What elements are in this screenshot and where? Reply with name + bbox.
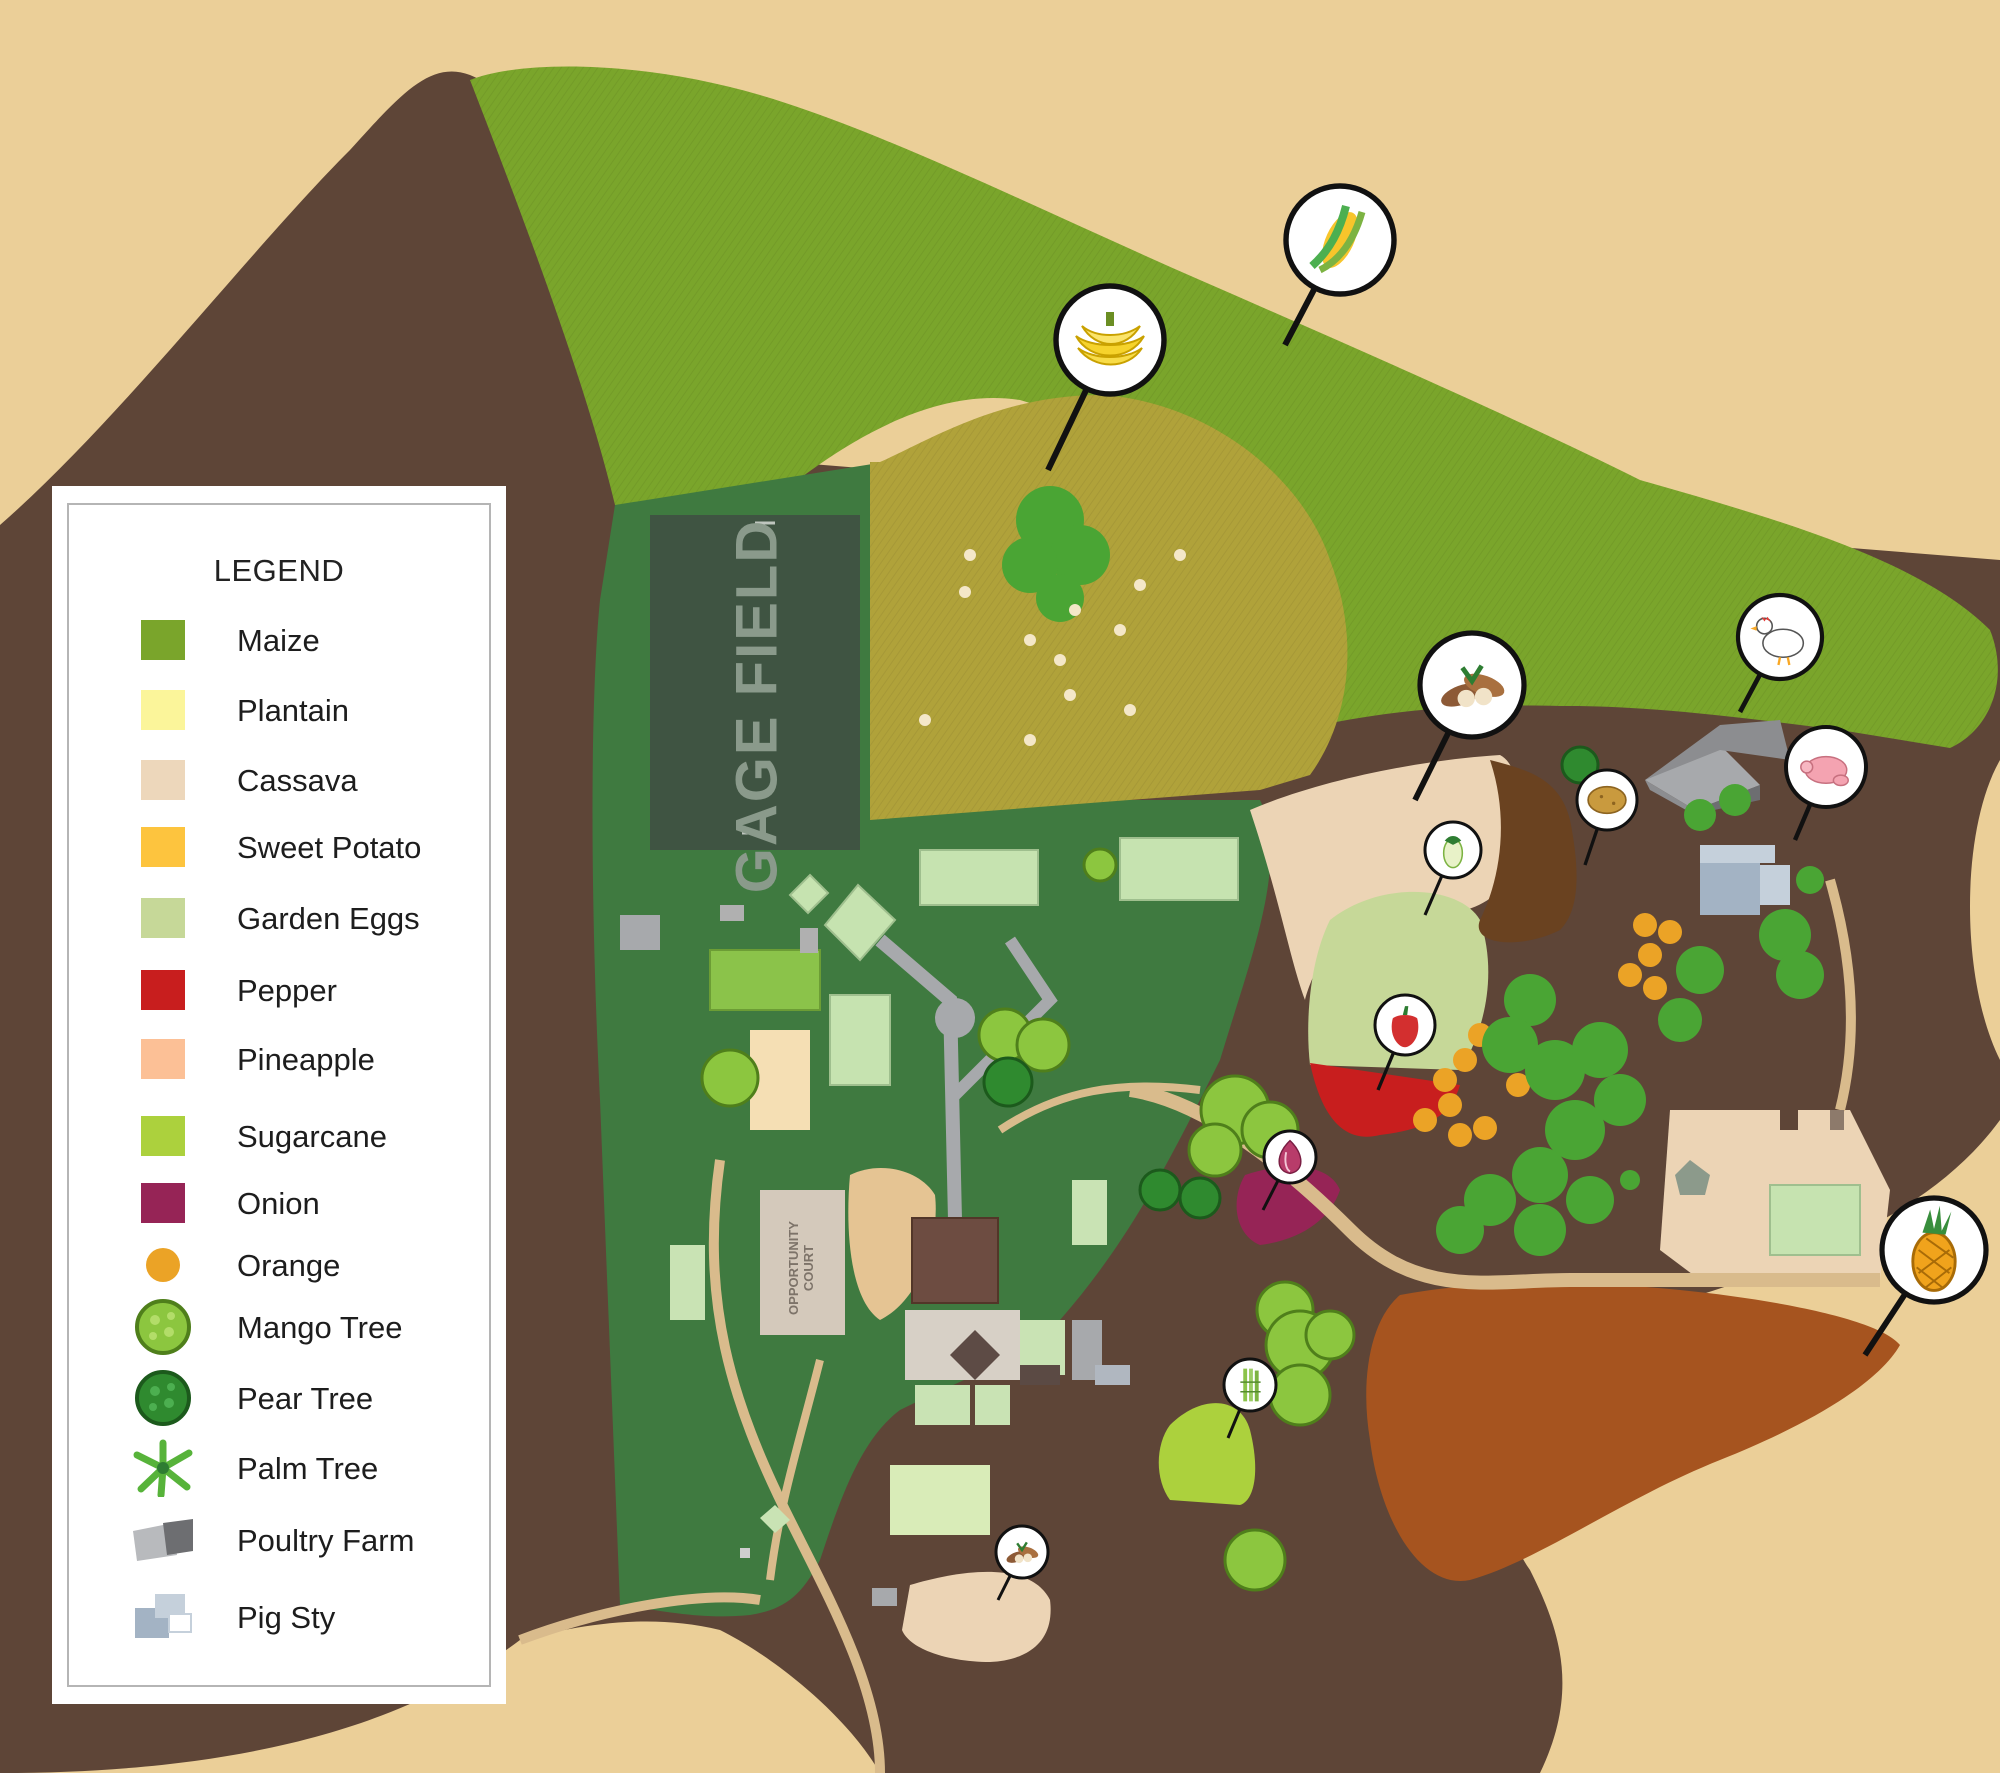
maize-texture [470,66,1998,749]
legend-item-orange: Orange [69,1235,489,1295]
path-east [1128,1083,1880,1290]
pepper-marker-icon [1373,993,1437,1091]
poultry-marker-icon [1735,592,1825,714]
cassava-marker-icon [1412,630,1527,802]
pear-trees [982,745,1600,1220]
plantain-texture [870,395,1348,820]
legend-label-onion: Onion [237,1186,320,1221]
legend-label-maize: Maize [237,623,320,658]
compound-buildings [1675,1108,1861,1256]
legend-item-sweet-potato: Sweet Potato [69,817,489,877]
legend-label-sugarcane: Sugarcane [237,1119,387,1154]
legend-label-pig-sty: Pig Sty [237,1600,336,1635]
garden-eggs-swatch-icon [141,898,185,938]
sugarcane-marker-icon [1222,1357,1278,1439]
legend-item-pineapple: Pineapple [69,1029,489,1089]
garden-eggs-marker-icon [1423,820,1483,916]
legend-label-cassava: Cassava [237,763,358,798]
legend-item-sugarcane: Sugarcane [69,1106,489,1166]
cassava-field-south [902,1571,1051,1662]
legend-item-poultry-farm: Poultry Farm [69,1510,489,1570]
pig-sty-swatch-icon [135,1594,192,1638]
legend-label-pepper: Pepper [237,973,337,1008]
orange-trees [1413,913,1682,1147]
legend-label-orange: Orange [237,1248,341,1283]
plantain-marker-icon [1045,283,1167,472]
legend-item-garden-eggs: Garden Eggs [69,888,489,948]
legend-label-mango-tree: Mango Tree [237,1310,403,1345]
pig-marker-icon [1784,725,1868,841]
cassava-south-marker-icon [994,1524,1050,1601]
path-campus-east [997,1082,1201,1134]
palm-tree-swatch-icon [133,1439,193,1497]
legend-title: LEGEND [213,553,345,588]
sugarcane-swatch-icon [141,1116,185,1156]
orange-swatch-icon [141,1245,185,1285]
sweet-potato-field [1478,760,1577,943]
maize-marker-icon [1282,183,1397,347]
legend-item-maize: Maize [69,610,489,670]
onion-field [1236,1166,1340,1245]
legend-item-cassava: Cassava [69,750,489,810]
pig-sty-building [1700,845,1790,915]
plantain-swatch-icon [141,690,185,730]
legend-item-pig-sty: Pig Sty [69,1587,489,1647]
legend-item-pear-tree: Pear Tree [69,1368,489,1428]
pineapple-field [1366,1283,1900,1581]
onion-swatch-icon [141,1183,185,1223]
opportunity-court [762,1190,845,1335]
legend-item-pepper: Pepper [69,960,489,1020]
opportunity-court-label: OPPORTUNITY COURT [786,1221,816,1315]
sweet-potato-marker-icon [1575,768,1639,866]
path-southwest [518,1592,761,1645]
maize-swatch-icon [141,620,185,660]
gage-field [650,515,860,850]
path-inner [766,1359,824,1581]
plantain-dots [919,549,1186,746]
legend-label-pear-tree: Pear Tree [237,1381,374,1416]
legend-item-palm-tree: Palm Tree [69,1438,489,1498]
markers [994,183,1989,1601]
pineapple-marker-icon [1862,1195,1989,1357]
gage-field-label: GAGE FIELD [724,518,790,894]
pear-tree-swatch-icon [135,1370,191,1426]
onion-marker-icon [1261,1129,1318,1211]
legend-item-mango-tree: Mango Tree [69,1297,489,1357]
legend-label-plantain: Plantain [237,693,350,728]
legend-item-onion: Onion [69,1173,489,1233]
pineapple-swatch-icon [141,1039,185,1079]
poultry-farm-swatch-icon [133,1519,193,1561]
pepper-swatch-icon [141,970,185,1010]
road-roundabout-a [945,936,1058,1105]
legend-label-poultry-farm: Poultry Farm [237,1523,415,1558]
legend-label-sweet-potato: Sweet Potato [237,830,422,865]
legend-label-garden-eggs: Garden Eggs [237,901,420,936]
cassava-swatch-icon [141,760,185,800]
sweet-potato-swatch-icon [141,827,185,867]
legend-item-plantain: Plantain [69,680,489,740]
legend-label-pineapple: Pineapple [237,1042,375,1077]
path-pig-sty [1825,878,1856,1112]
garden-eggs-field [1308,891,1489,1070]
cassava-field-east [1250,755,1519,1000]
palm-trees [1002,486,1824,1256]
roundabout [935,998,975,1038]
legend-label-palm-tree: Palm Tree [237,1451,379,1486]
mango-trees [700,847,1356,1592]
court-label-line1: OPPORTUNITY [786,1221,801,1315]
mango-tree-swatch-icon [135,1299,191,1355]
court-label-line2: COURT [801,1244,816,1292]
